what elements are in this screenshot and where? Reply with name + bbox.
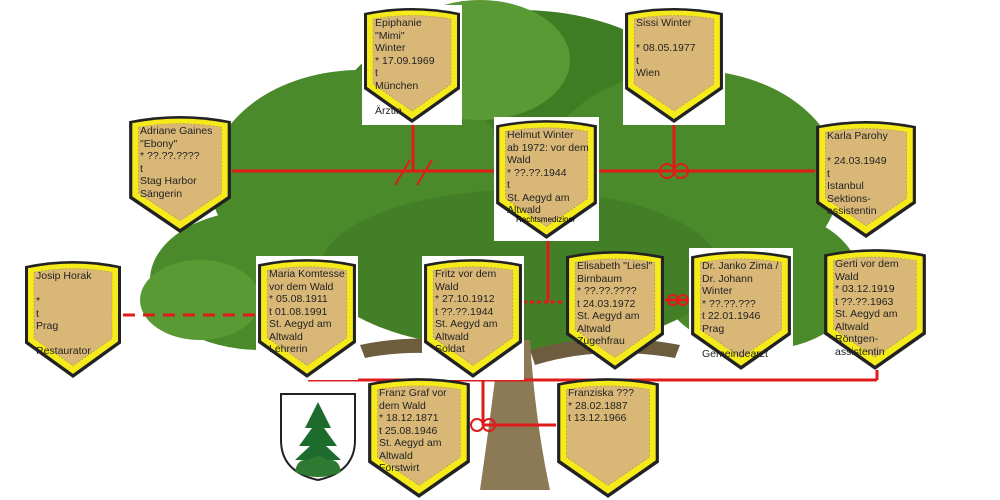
shield-icon <box>566 251 664 370</box>
person-details: Karla Parohy * 24.03.1949 t Istanbul Sek… <box>827 130 888 217</box>
person-details: Epiphanie "Mimi" Winter * 17.09.1969 t M… <box>375 17 435 117</box>
shield-icon <box>25 261 121 378</box>
shield-icon <box>625 8 723 123</box>
person-card-adriane[interactable]: Adriane Gaines "Ebony" * ??.??.???? t St… <box>127 113 233 235</box>
shield-icon <box>129 116 231 233</box>
person-card-maria[interactable]: Maria Komtesse vor dem Wald * 05.08.1911… <box>256 256 358 380</box>
person-card-gerti[interactable]: Gerti vor dem Wald * 03.12.1919 t ??.??.… <box>822 246 928 372</box>
person-card-franziska[interactable]: Franziska ??? * 28.02.1887 t 13.12.1966 <box>555 375 661 500</box>
person-details: Josip Horak * t Prag Restaurator <box>36 270 92 357</box>
shield-icon <box>496 120 597 239</box>
person-details: Franziska ??? * 28.02.1887 t 13.12.1966 <box>568 387 634 424</box>
person-details: Sissi Winter * 08.05.1977 t Wien <box>636 17 696 79</box>
person-card-karla[interactable]: Karla Parohy * 24.03.1949 t Istanbul Sek… <box>814 118 918 240</box>
shield-icon <box>816 121 916 238</box>
shield-icon <box>364 8 460 123</box>
person-card-helmut[interactable]: Helmut Winter ab 1972: vor dem Wald * ??… <box>494 117 599 241</box>
shield-icon <box>424 259 522 378</box>
person-details: Franz Graf vor dem Wald * 18.12.1871 t 2… <box>379 387 447 474</box>
shield-icon <box>557 378 659 498</box>
person-card-epiphanie[interactable]: Epiphanie "Mimi" Winter * 17.09.1969 t M… <box>362 5 462 125</box>
person-card-josip[interactable]: Josip Horak * t Prag Restaurator <box>23 258 123 380</box>
shield-icon <box>368 378 470 498</box>
person-details: Gerti vor dem Wald * 03.12.1919 t ??.??.… <box>835 258 899 358</box>
person-card-franz[interactable]: Franz Graf vor dem Wald * 18.12.1871 t 2… <box>366 375 472 500</box>
coat-of-arms <box>277 390 359 482</box>
person-details: Adriane Gaines "Ebony" * ??.??.???? t St… <box>140 125 213 200</box>
person-details: Helmut Winter ab 1972: vor dem Wald * ??… <box>507 129 589 216</box>
person-details: Maria Komtesse vor dem Wald * 05.08.1911… <box>269 268 345 355</box>
shield-icon <box>824 249 926 370</box>
person-details: Elisabeth "Liesl" Birnbaum * ??.??.???? … <box>577 260 653 347</box>
person-profession: Rechtsmediziner <box>516 215 576 224</box>
person-card-janko[interactable]: Dr. Janko Zima / Dr. Johann Winter * ??.… <box>689 248 793 372</box>
person-card-elisabeth[interactable]: Elisabeth "Liesl" Birnbaum * ??.??.???? … <box>564 248 666 372</box>
shield-icon <box>258 259 356 378</box>
person-card-sissi[interactable]: Sissi Winter * 08.05.1977 t Wien <box>623 5 725 125</box>
person-details: Dr. Janko Zima / Dr. Johann Winter * ??.… <box>702 260 779 360</box>
person-details: Fritz vor dem Wald * 27.10.1912 t ??.??.… <box>435 268 498 355</box>
person-card-fritz[interactable]: Fritz vor dem Wald * 27.10.1912 t ??.??.… <box>422 256 524 380</box>
shield-icon <box>691 251 791 370</box>
